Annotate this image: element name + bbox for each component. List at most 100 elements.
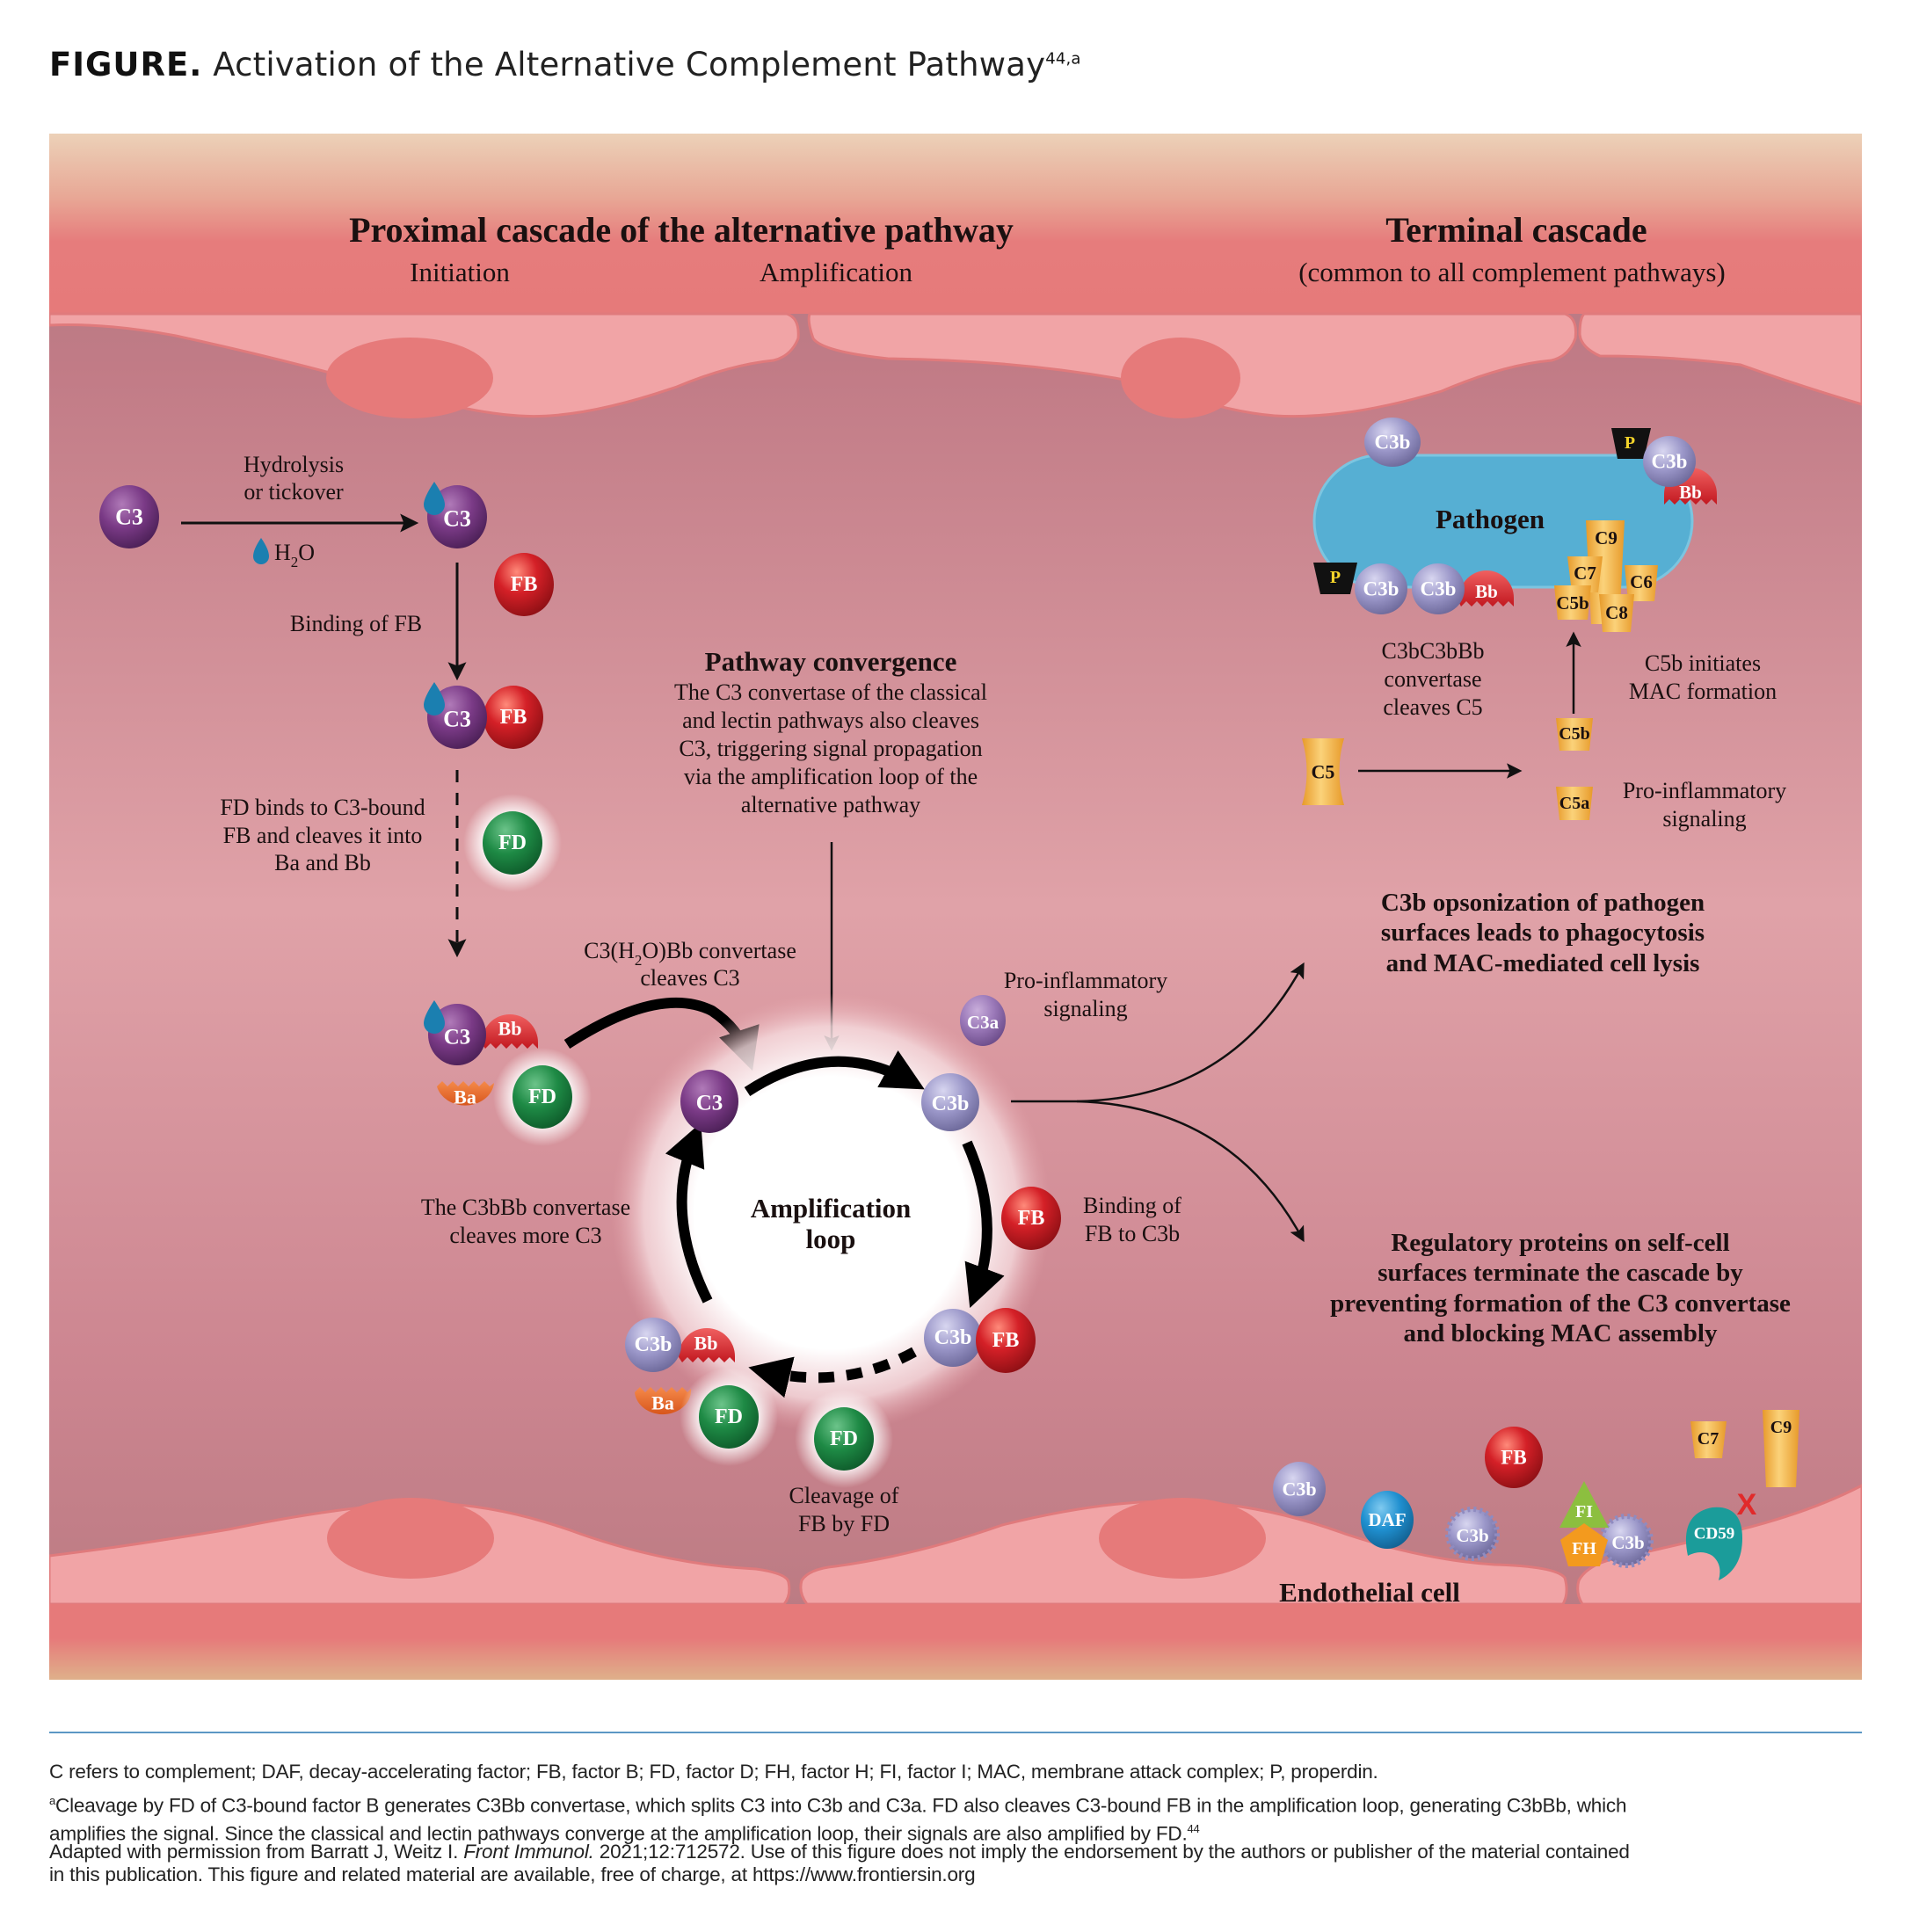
fd-label: FD xyxy=(830,1427,858,1450)
footer-note: aCleavage by FD of C3-bound factor B gen… xyxy=(49,1790,1887,1845)
fd-label: FD xyxy=(498,832,527,854)
footer-credit-line2: in this publication. This figure and rel… xyxy=(49,1863,976,1885)
footer-note-line2: amplifies the signal. Since the classica… xyxy=(49,1822,1188,1844)
c3bbb-cleaves-label-1: The C3bBb convertase xyxy=(421,1195,630,1220)
fb-label: FB xyxy=(1501,1447,1526,1469)
c3b-label: C3b xyxy=(934,1326,972,1349)
regulatory-line: surfaces terminate the cascade by xyxy=(1378,1259,1743,1287)
c3a-signaling-label: signaling xyxy=(1043,996,1127,1021)
c3-label: C3 xyxy=(115,505,143,530)
c3a-proinflammatory-label: Pro-inflammatory xyxy=(1004,968,1167,993)
cd59: CD59 xyxy=(1685,1507,1742,1580)
footer-credit-post: 2021;12:712572. Use of this figure does … xyxy=(593,1841,1630,1863)
fd-binds-label-1: FD binds to C3-bound xyxy=(220,795,425,820)
c3-label: C3 xyxy=(696,1092,723,1115)
nucleus xyxy=(326,338,493,418)
c3h2obb-label-1: C3(H2O)Bb convertase xyxy=(584,938,796,969)
c3h2obb-label-2: cleaves C3 xyxy=(640,965,739,991)
free-fb: FB xyxy=(1485,1427,1543,1488)
c7-label: C7 xyxy=(1698,1429,1719,1449)
footer-credit: Adapted with permission from Barratt J, … xyxy=(49,1841,1887,1886)
bb-label: Bb xyxy=(1475,581,1498,602)
properdin-label: P xyxy=(1330,568,1341,587)
loop-fb: FB xyxy=(1001,1187,1061,1250)
blocked-x-icon: X xyxy=(1737,1488,1757,1522)
c3b-on-pathogen: C3b xyxy=(1364,418,1421,467)
c9-label: C9 xyxy=(1595,527,1618,548)
figure-title-ref: 44,a xyxy=(1045,49,1081,69)
fh-label: FH xyxy=(1572,1539,1596,1558)
bb-label: Bb xyxy=(694,1333,718,1355)
c3b-label: C3b xyxy=(1282,1478,1316,1500)
heading-terminal: Terminal cascade xyxy=(1385,210,1647,250)
bottom-vessel-wall xyxy=(49,1604,1862,1680)
footer-note-ref: 44 xyxy=(1187,1821,1200,1835)
water-drop-icon xyxy=(424,682,445,715)
fb-label: FB xyxy=(500,706,527,729)
convergence-line: alternative pathway xyxy=(741,792,920,817)
factor-b: FB xyxy=(494,553,554,616)
c3a-label: C3a xyxy=(967,1012,1000,1033)
c5b-fragment: C5b xyxy=(1556,718,1593,751)
fb-label: FB xyxy=(992,1329,1020,1352)
c3-label: C3 xyxy=(444,1026,471,1050)
top-vessel-wall xyxy=(49,134,1862,314)
daf-c3b: DAF C3b xyxy=(1361,1491,1500,1561)
c5-protein: C5 xyxy=(1302,738,1344,805)
c3b-label: C3b xyxy=(635,1333,672,1356)
fd-label: FD xyxy=(528,1086,556,1108)
regulatory-line: and blocking MAC assembly xyxy=(1404,1319,1718,1347)
fb-label: FB xyxy=(511,573,538,596)
endothelial-cell-top-right xyxy=(1578,312,1862,406)
loop-c3: C3 xyxy=(680,1070,738,1133)
factor-d: FD xyxy=(795,1390,893,1488)
c6-label: C6 xyxy=(1630,571,1653,592)
c3-h2o-bb-convertase: C3 Bb xyxy=(424,1000,538,1065)
factor-d: FD xyxy=(463,794,562,892)
c3b-label: C3b xyxy=(1363,578,1399,600)
c3bc3bbb-label-1: C3bC3bBb xyxy=(1381,638,1484,664)
inactivated-c3b xyxy=(1445,1507,1500,1561)
fd-binds-label-2: FB and cleaves it into xyxy=(223,823,423,848)
heading-proximal: Proximal cascade of the alternative path… xyxy=(349,210,1014,250)
ba-fragment: Ba xyxy=(437,1081,494,1108)
bb-fragment xyxy=(1459,570,1514,606)
c5b-initiates-label-2: MAC formation xyxy=(1629,679,1777,704)
factor-d: FD xyxy=(493,1048,592,1146)
fd-binds-label-3: Ba and Bb xyxy=(274,850,371,875)
c3b-label: C3b xyxy=(932,1093,970,1115)
figure-title: FIGURE. Activation of the Alternative Co… xyxy=(49,46,1081,84)
c3bc3bbb-label-3: cleaves C5 xyxy=(1383,694,1482,720)
c3-h2o-fb-complex: C3 FB xyxy=(424,682,543,749)
ba-fragment: Ba xyxy=(635,1387,692,1415)
loop-arrow-convertase-to-c3 xyxy=(665,1122,713,1304)
c8-protein xyxy=(1599,594,1634,632)
free-c7: C7 xyxy=(1690,1421,1727,1458)
heading-initiation: Initiation xyxy=(410,257,510,287)
heading-amplification: Amplification xyxy=(760,257,912,287)
bb-fragment xyxy=(482,1014,538,1049)
c5b-protein xyxy=(1554,585,1591,620)
loop-title-2: loop xyxy=(806,1224,856,1254)
loop-arrow-c3-to-c3b xyxy=(744,1050,925,1097)
convergence-line: and lectin pathways also cleaves xyxy=(682,708,979,733)
c5a-signaling-label: signaling xyxy=(1662,806,1746,832)
footer-abbreviations: C refers to complement; DAF, decay-accel… xyxy=(49,1761,1378,1783)
c3b-fb-complex: C3b FB xyxy=(924,1308,1036,1373)
mac-complex: C9 C7 C6 C5b C8 xyxy=(1554,520,1658,632)
vessel-background xyxy=(49,134,1862,1680)
c5a-proinflammatory-label: Pro-inflammatory xyxy=(1623,778,1786,803)
loop-arrow-c3b-to-fb xyxy=(962,1140,1005,1308)
nucleus xyxy=(1099,1498,1266,1579)
c3b-label: C3b xyxy=(1421,578,1457,600)
bb-fragment xyxy=(679,1328,735,1362)
cleavage-fb-label-2: FB by FD xyxy=(798,1511,890,1536)
c3-native: C3 xyxy=(99,485,159,548)
cd59-label: CD59 xyxy=(1694,1525,1734,1543)
c3b-label: C3b xyxy=(1456,1525,1488,1546)
fi-label: FI xyxy=(1575,1502,1593,1522)
c3b-label: C3b xyxy=(1611,1532,1644,1553)
ba-label: Ba xyxy=(454,1086,476,1108)
c3b-label: C3b xyxy=(1652,451,1688,473)
free-c3b: C3b xyxy=(1273,1462,1326,1516)
